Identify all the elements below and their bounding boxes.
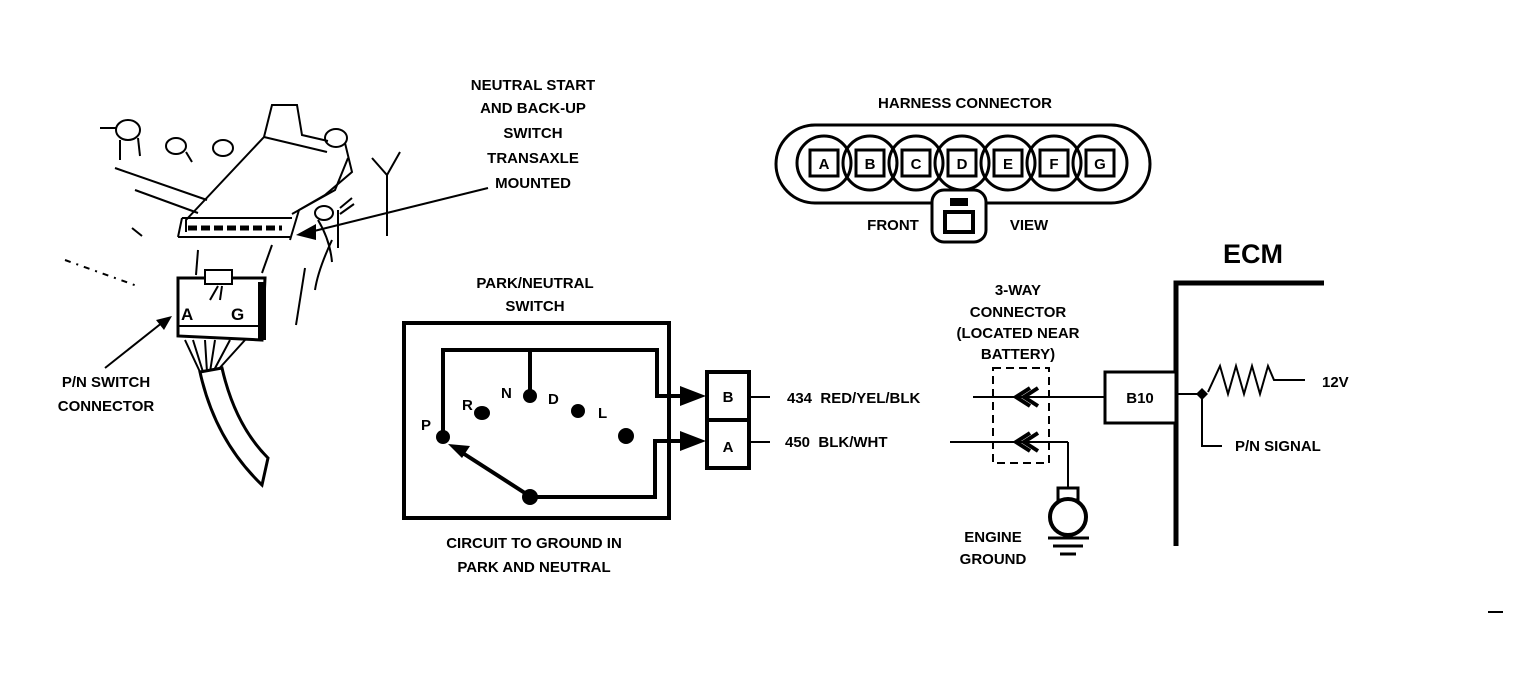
svg-text:NEUTRAL START: NEUTRAL START — [471, 77, 595, 94]
three-way-connector: 3-WAY CONNECTOR (LOCATED NEAR BATTERY) — [956, 282, 1080, 464]
wire-434: 434 RED/YEL/BLK — [749, 390, 1105, 407]
ecm-pin-b10: B10 — [1126, 390, 1154, 407]
view-label: VIEW — [1010, 217, 1049, 234]
harness-pin-e: E — [979, 134, 1037, 192]
ecm-title: ECM — [1223, 239, 1283, 269]
harness-pin-label: C — [911, 156, 922, 173]
arrow-icon — [448, 444, 470, 458]
svg-text:MOUNTED: MOUNTED — [495, 175, 571, 192]
svg-text:P/N SWITCH: P/N SWITCH — [62, 374, 150, 391]
svg-text:CIRCUIT TO GROUND IN: CIRCUIT TO GROUND IN — [446, 535, 622, 552]
harness-connector-title: HARNESS CONNECTOR — [878, 95, 1052, 112]
junction-icon — [1196, 388, 1208, 400]
resistor-icon — [1207, 362, 1305, 398]
svg-text:BATTERY): BATTERY) — [981, 346, 1055, 363]
harness-pin-g: G — [1071, 134, 1129, 192]
chevron-icon — [1012, 386, 1040, 408]
harness-connector: HARNESS CONNECTOR A B C D E F G FRONT VIEW — [774, 95, 1152, 244]
harness-pin-b: B — [841, 134, 899, 192]
position-d: D — [548, 391, 559, 408]
harness-pin-label: G — [1094, 156, 1106, 173]
bolt-icon — [165, 137, 187, 155]
harness-pin-label: A — [819, 156, 830, 173]
transaxle-label: NEUTRAL START AND BACK-UP SWITCH TRANSAX… — [471, 77, 595, 192]
pn-signal-label: P/N SIGNAL — [1235, 438, 1321, 455]
svg-text:CONNECTOR: CONNECTOR — [58, 398, 155, 415]
wire-450-label: 450 BLK/WHT — [785, 434, 888, 451]
svg-text:GROUND: GROUND — [960, 551, 1027, 568]
svg-text:TRANSAXLE: TRANSAXLE — [487, 150, 579, 167]
terminal-a: A — [723, 439, 734, 456]
harness-pin-label: F — [1049, 156, 1058, 173]
pn-connector-pin-a: A — [181, 305, 193, 324]
svg-text:PARK AND NEUTRAL: PARK AND NEUTRAL — [457, 559, 610, 576]
arrow-icon — [296, 224, 316, 240]
pn-connector-pin-g: G — [231, 305, 244, 324]
chevron-icon — [1012, 431, 1040, 453]
wire-434-label: 434 RED/YEL/BLK — [787, 390, 921, 407]
svg-text:PARK/NEUTRAL: PARK/NEUTRAL — [476, 275, 593, 292]
park-neutral-switch: PARK/NEUTRAL SWITCH P R N D L B A CIRCUI… — [402, 275, 751, 576]
harness-pin-a: A — [795, 134, 853, 192]
harness-pin-f: F — [1025, 134, 1083, 192]
pn-connector-label: P/N SWITCH CONNECTOR — [58, 374, 155, 415]
harness-pin-label: E — [1003, 156, 1013, 173]
svg-text:ENGINE: ENGINE — [964, 529, 1022, 546]
svg-text:3-WAY: 3-WAY — [995, 282, 1041, 299]
bolt-icon — [212, 139, 234, 157]
transaxle-illustration — [64, 104, 489, 326]
harness-pin-c: C — [887, 134, 945, 192]
bolt-icon — [115, 119, 141, 141]
position-l: L — [598, 405, 607, 422]
arrow-icon — [156, 316, 172, 330]
svg-text:AND BACK-UP: AND BACK-UP — [480, 100, 586, 117]
pn-switch-connector: A G — [104, 269, 270, 488]
position-r: R — [462, 397, 473, 414]
terminal-b: B — [723, 389, 734, 406]
engine-ground: ENGINE GROUND — [960, 486, 1089, 568]
harness-pin-label: D — [957, 156, 968, 173]
ecm-voltage: 12V — [1322, 374, 1349, 391]
wire-450: 450 BLK/WHT — [749, 434, 1069, 488]
svg-text:(LOCATED NEAR: (LOCATED NEAR — [956, 325, 1079, 342]
harness-pin-label: B — [865, 156, 876, 173]
position-n: N — [501, 385, 512, 402]
svg-text:CONNECTOR: CONNECTOR — [970, 304, 1067, 321]
front-label: FRONT — [867, 217, 919, 234]
position-p: P — [421, 417, 431, 434]
svg-text:SWITCH: SWITCH — [503, 125, 562, 142]
svg-text:SWITCH: SWITCH — [505, 298, 564, 315]
ecm: ECM B10 12V P/N SIGNAL — [1103, 239, 1349, 546]
